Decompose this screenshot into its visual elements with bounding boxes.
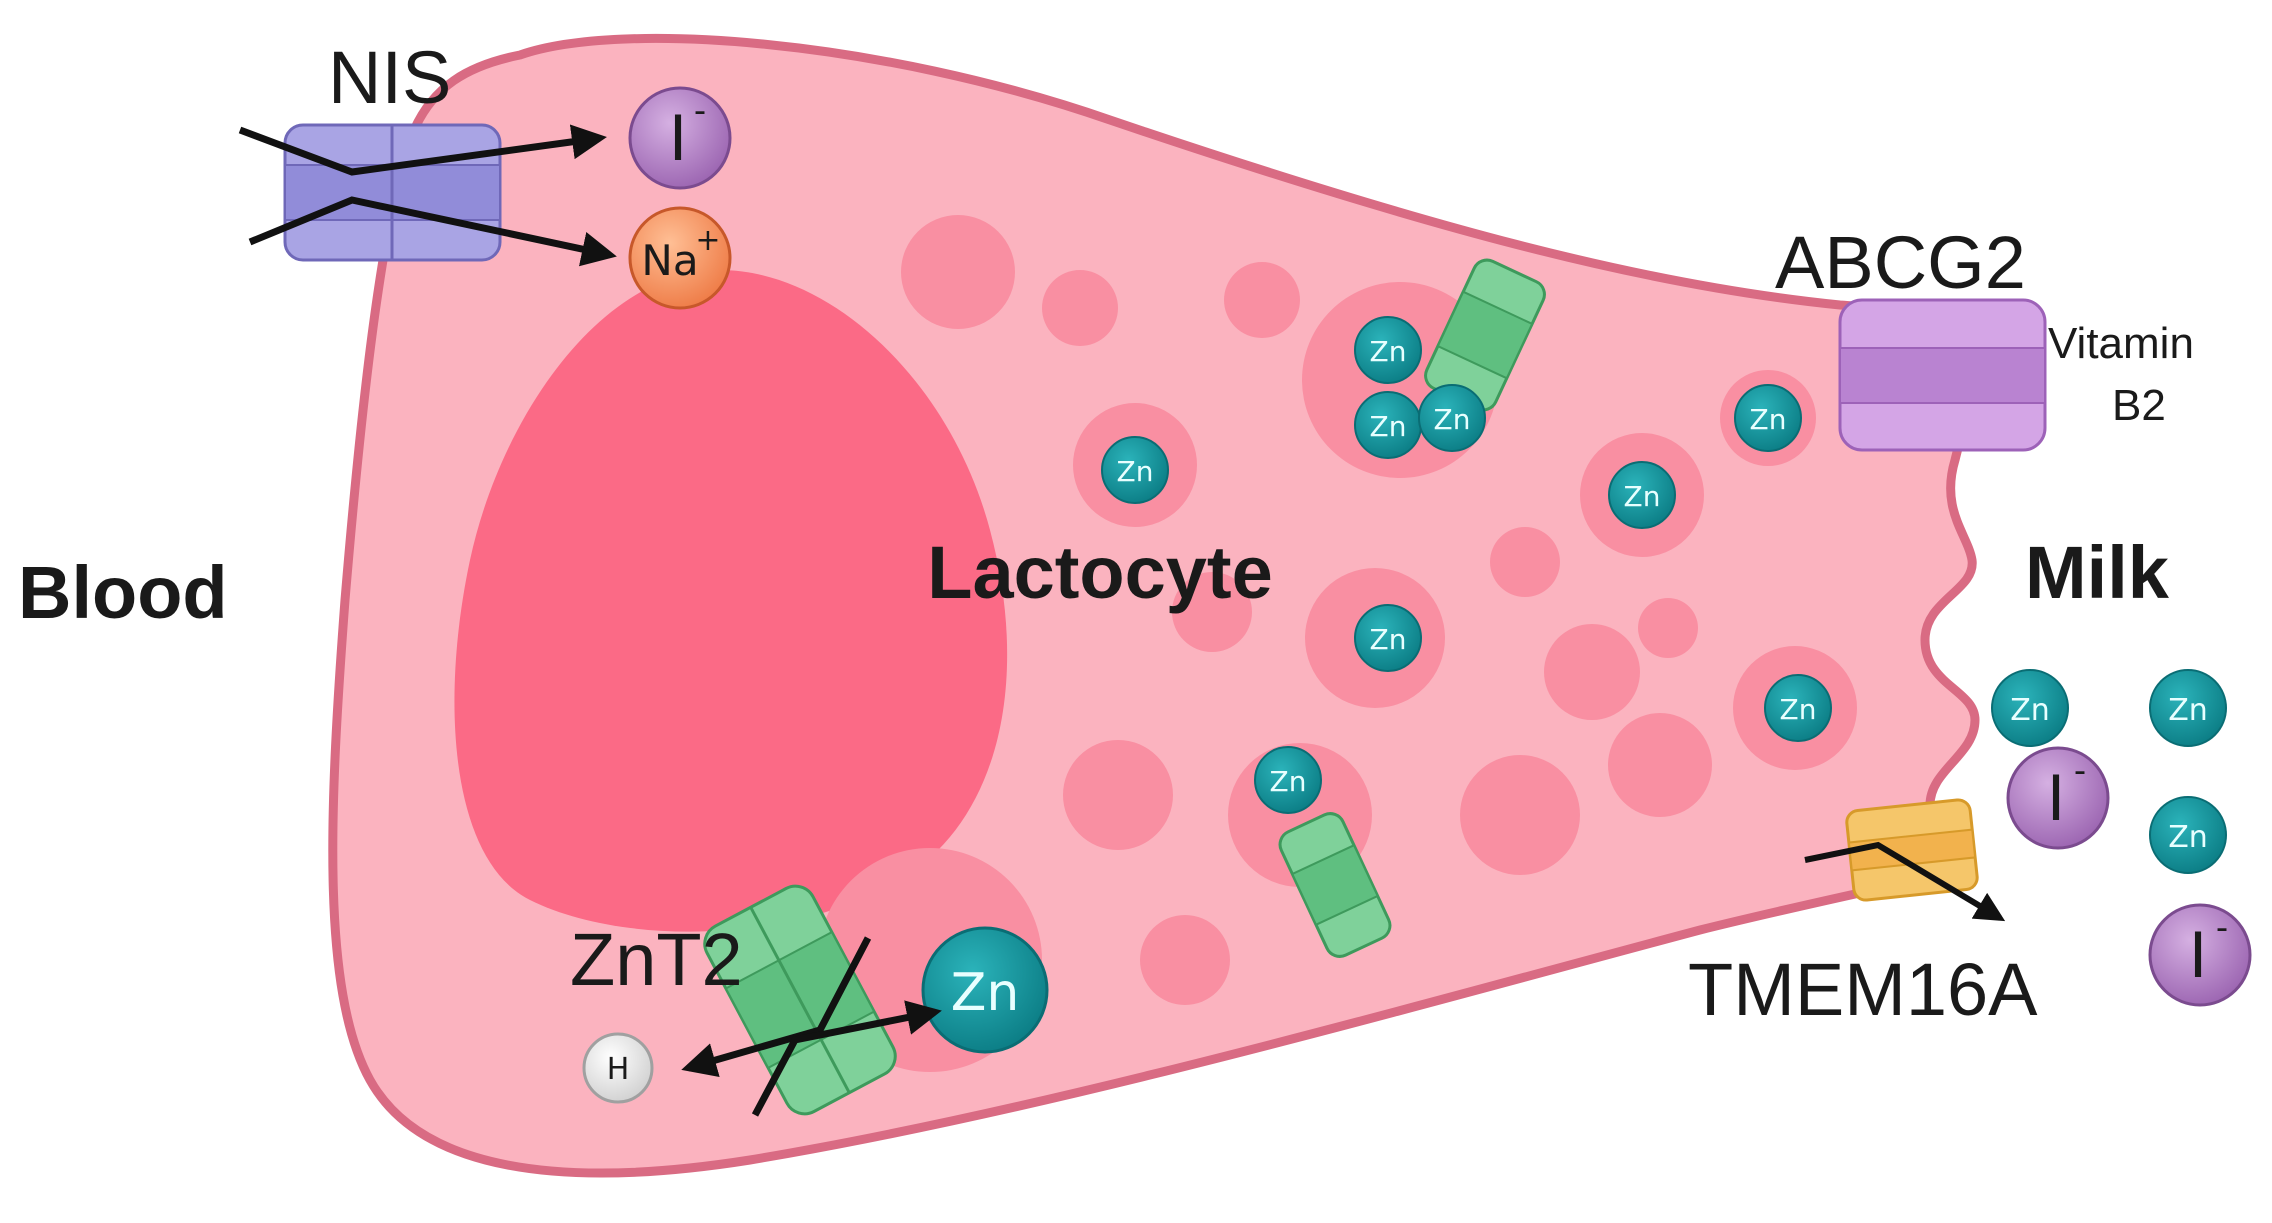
label-znt2: ZnT2 [570, 918, 743, 1001]
milk-iodide-ion: I - [2148, 903, 2252, 1007]
zinc-ion: Zn [1608, 461, 1676, 529]
svg-text:Zn: Zn [1624, 480, 1661, 513]
hydrogen-ion: H [582, 1032, 654, 1104]
zinc-ion: Zn [1734, 384, 1802, 452]
svg-text:-: - [694, 91, 706, 131]
svg-text:Zn: Zn [1270, 765, 1307, 798]
svg-text:Zn: Zn [2168, 820, 2208, 855]
nis-arrow-iodide [238, 124, 607, 176]
svg-text:+: + [695, 223, 720, 258]
label-abcg2: ABCG2 [1775, 221, 2026, 304]
zinc-ion: Zn [2149, 669, 2227, 747]
tmem16a-transporter [1845, 798, 1979, 902]
nis-arrow-sodium [248, 196, 617, 267]
nucleus [454, 270, 1008, 932]
nis-transporter [283, 123, 502, 262]
label-lactocyte: Lactocyte [927, 531, 1272, 614]
svg-text:Zn: Zn [2010, 693, 2050, 728]
znt2-transporter [703, 884, 897, 1116]
svg-text:H: H [607, 1052, 630, 1087]
svg-text:Zn: Zn [1750, 403, 1787, 436]
svg-text:-: - [2074, 751, 2086, 791]
zinc-ion: Zn [1254, 746, 1322, 814]
milk-iodide-ion: I - [2006, 746, 2110, 850]
label-vitamin-line1: Vitamin [2048, 319, 2194, 368]
zinc-ion: Zn [2149, 796, 2227, 874]
svg-text:Zn: Zn [1370, 410, 1407, 443]
iodide-ion: I - [628, 86, 732, 190]
zinc-ion-large: Zn [921, 926, 1049, 1054]
zinc-ion: Zn [1764, 674, 1832, 742]
zinc-ion: Zn [1101, 436, 1169, 504]
zinc-ion: Zn [1354, 316, 1422, 384]
znt2-arrow-out [681, 936, 872, 1078]
svg-text:Na: Na [641, 236, 698, 285]
svg-text:Zn: Zn [1370, 335, 1407, 368]
milk-zinc-ions: Zn Zn Zn [1991, 669, 2227, 874]
zinc-ion: Zn [1354, 604, 1422, 672]
svg-text:Zn: Zn [1434, 403, 1471, 436]
svg-text:Zn: Zn [2168, 693, 2208, 728]
label-tmem16a: TMEM16A [1688, 948, 2038, 1031]
svg-text:I: I [2047, 762, 2065, 835]
intracellular-zinc-ions: Zn Zn Zn Zn Zn Zn Zn Zn Zn [1101, 316, 1832, 814]
tmem16a-arrow [1804, 841, 2006, 922]
sodium-ion: Na + [628, 206, 732, 310]
abcg2-transporter [1838, 298, 2047, 452]
znt2-vesicle-transporter-mid [1278, 812, 1392, 958]
vesicles [901, 215, 1712, 1005]
label-milk: Milk [2025, 531, 2170, 614]
svg-text:-: - [2216, 908, 2228, 948]
zinc-ion: Zn [1418, 384, 1486, 452]
label-vitamin-line2: B2 [2112, 381, 2166, 430]
svg-text:Zn: Zn [951, 963, 1020, 1023]
svg-text:Zn: Zn [1370, 623, 1407, 656]
svg-text:Zn: Zn [1117, 455, 1154, 488]
svg-text:Zn: Zn [1780, 693, 1817, 726]
zinc-ion: Zn [1991, 669, 2069, 747]
svg-text:I: I [669, 102, 687, 175]
znt2-vesicle-transporter-top [1424, 258, 1546, 412]
label-blood: Blood [18, 551, 228, 634]
svg-text:I: I [2189, 919, 2207, 992]
zinc-ion: Zn [1354, 391, 1422, 459]
label-nis: NIS [328, 36, 451, 119]
znt2-arrow-in [751, 1000, 942, 1117]
